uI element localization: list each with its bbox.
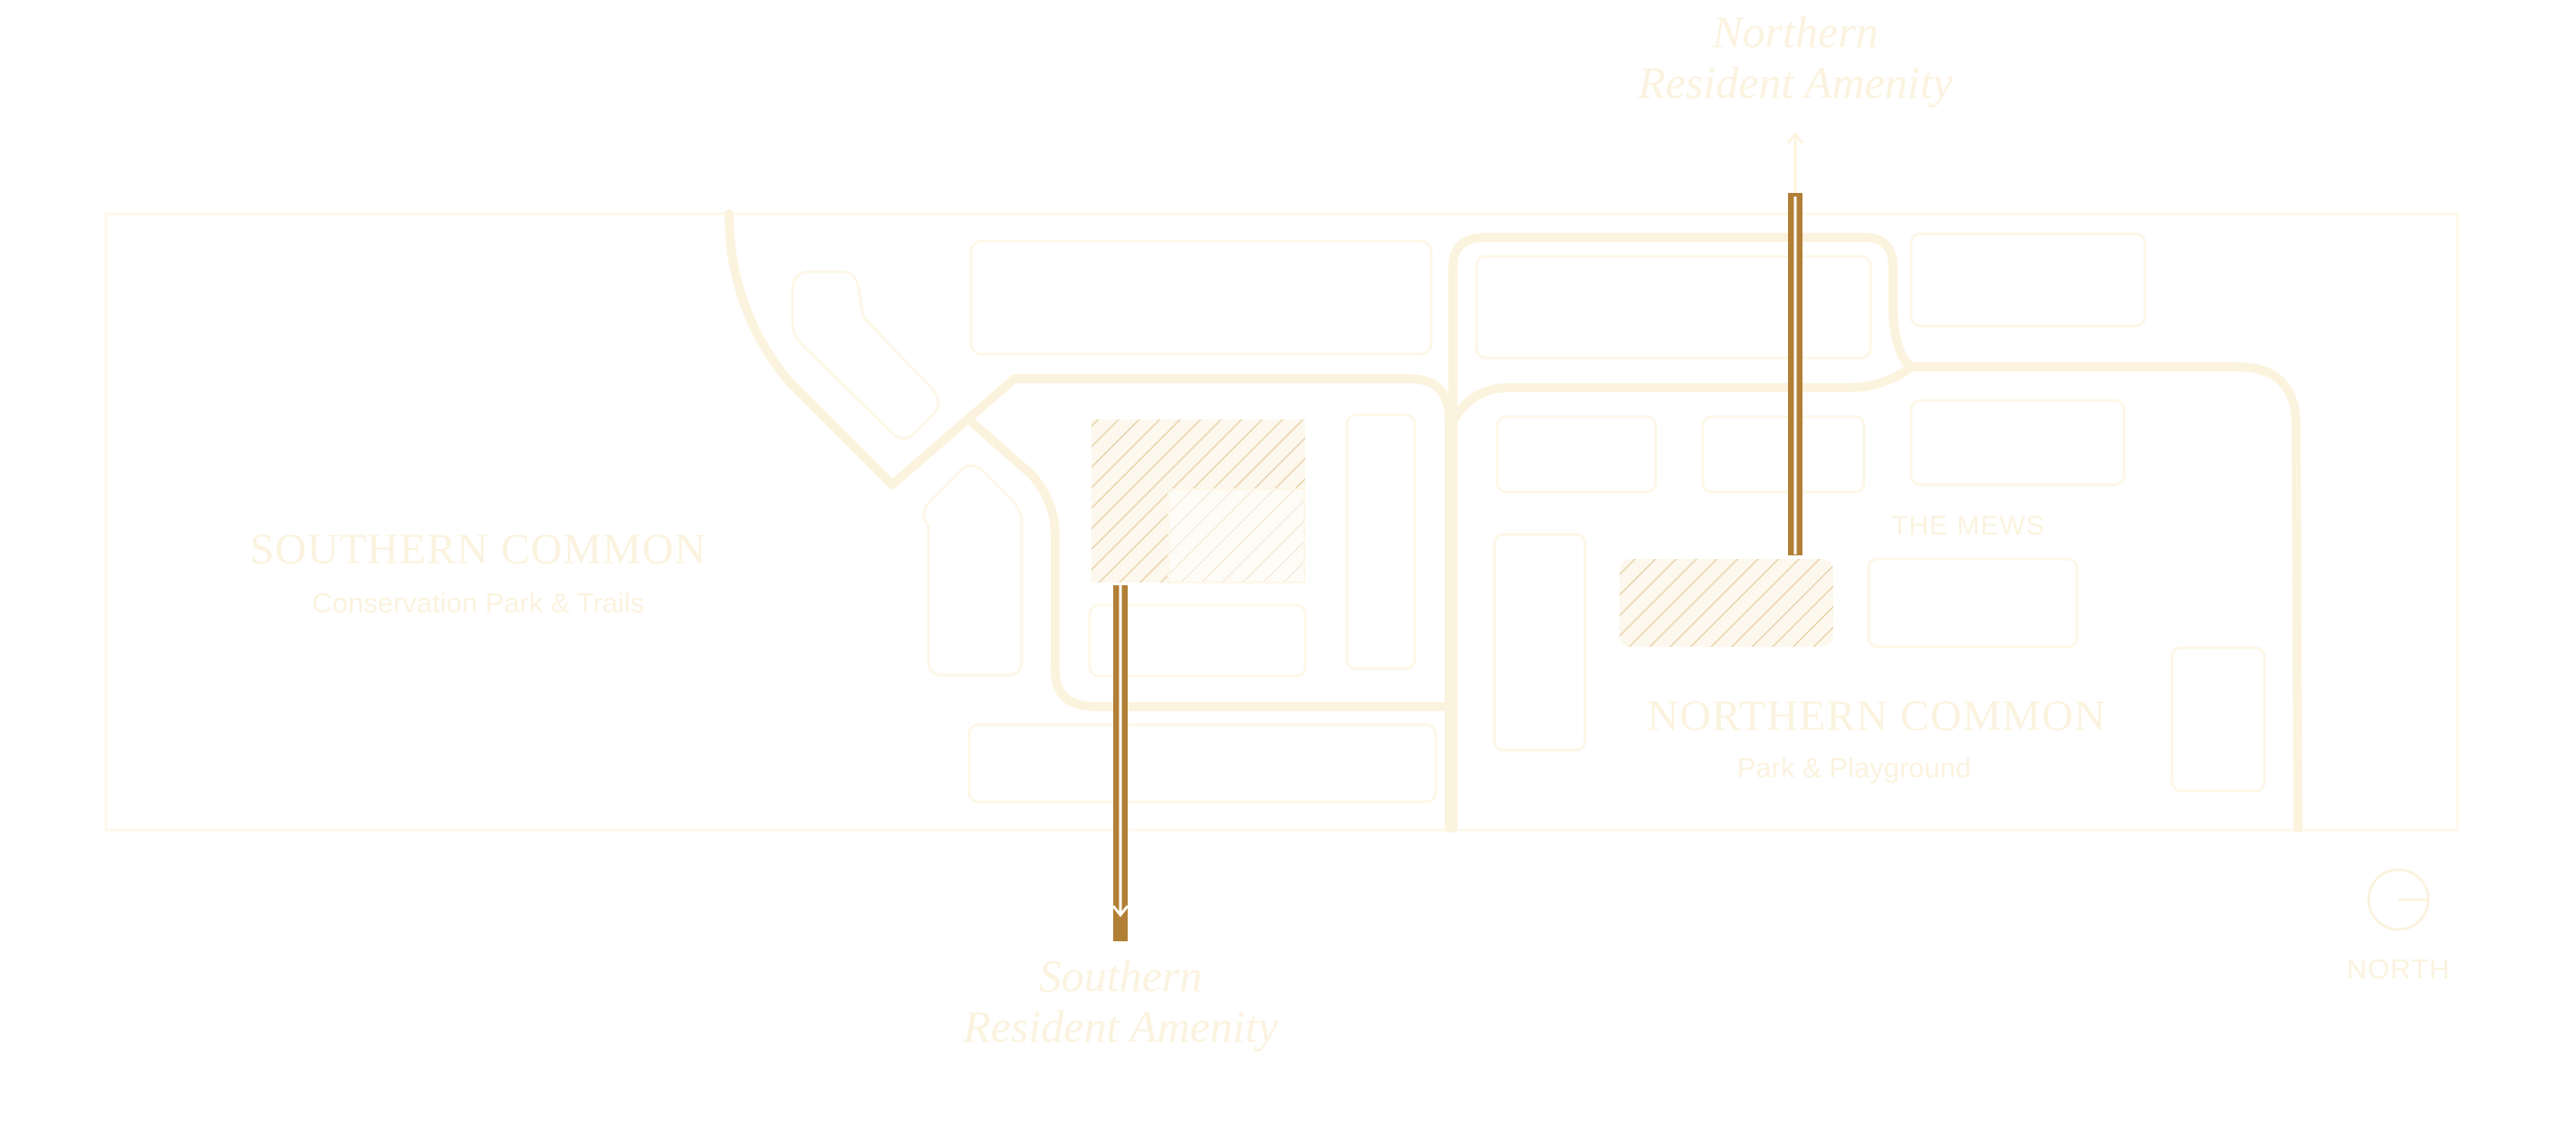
- southern-amenity-label-line1: Southern: [1039, 950, 1203, 1001]
- southern-leader: [1111, 585, 1129, 941]
- northern-amenity-site[interactable]: [1620, 559, 1833, 647]
- parcel-south-west: [922, 464, 1024, 677]
- southern-common-subtitle: Conservation Park & Trails: [312, 587, 645, 619]
- parcel-south-long: [967, 723, 1437, 804]
- parcel-north-west-long: [969, 239, 1433, 356]
- northern-loop-road: [1448, 233, 2302, 833]
- southern-common-title: SOUTHERN COMMON: [250, 525, 706, 573]
- parcel-mews-lower: [1867, 557, 2079, 649]
- arrow-down-icon: [1111, 905, 1129, 918]
- site-boundary: [104, 212, 2459, 832]
- arrow-up-icon: [1786, 131, 1804, 144]
- mews-connector-road: [1448, 362, 1916, 426]
- parcel-north-center-long: [1475, 255, 1872, 360]
- north-label: NORTH: [2347, 953, 2451, 985]
- parcel-mews-east: [1909, 399, 2126, 486]
- parcel-tall-center: [1345, 413, 1417, 670]
- the-mews-label: THE MEWS: [1891, 511, 2045, 541]
- northern-amenity-label-line1: Northern: [1711, 6, 1878, 57]
- north-compass-icon: [2367, 868, 2430, 931]
- parcel-angled-west: [791, 270, 940, 440]
- southern-amenity-label-line2: Resident Amenity: [962, 1001, 1278, 1052]
- northern-common-subtitle: Park & Playground: [1737, 752, 1971, 784]
- parcel-mews-west: [1495, 415, 1658, 494]
- southern-amenity-inner-parcel: [1168, 488, 1305, 583]
- southern-curved-road: [725, 209, 1454, 833]
- northern-leader: [1786, 131, 1804, 555]
- parcel-east-tall: [2170, 646, 2266, 793]
- parcel-below-amenity-south: [1088, 603, 1307, 678]
- inner-loop-road: [966, 417, 1454, 711]
- parcel-northern-tall: [1493, 533, 1587, 752]
- parcel-mews-center: [1701, 415, 1866, 494]
- parcels: [791, 232, 2266, 804]
- road-network: [725, 209, 2302, 833]
- northern-common-title: NORTHERN COMMON: [1648, 692, 2107, 740]
- northern-amenity-label-line2: Resident Amenity: [1637, 57, 1953, 108]
- parcel-north-east-top: [1909, 232, 2147, 328]
